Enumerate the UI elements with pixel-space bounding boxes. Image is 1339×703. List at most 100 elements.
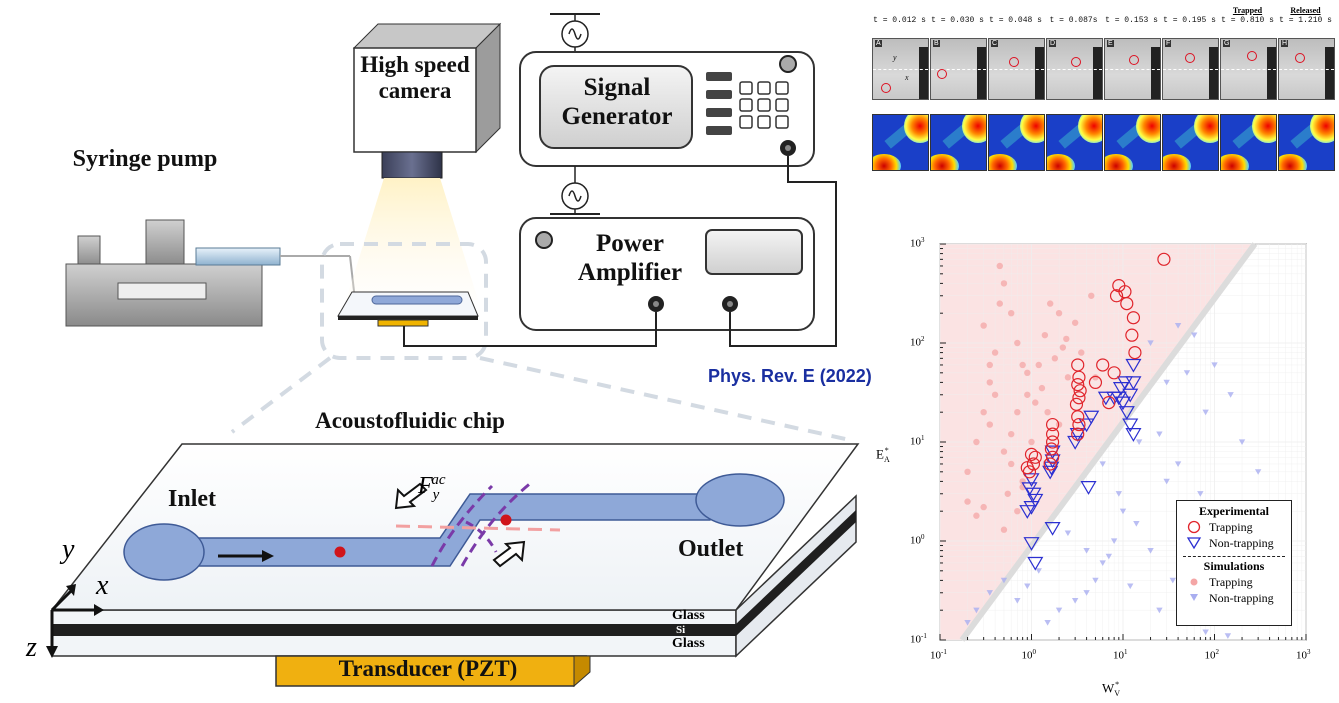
exp-trapping-point — [1045, 427, 1060, 441]
sim-non-trapping-point — [1174, 461, 1182, 467]
sim-trapping-point — [991, 391, 999, 398]
sim-non-trapping-point — [964, 619, 971, 626]
simulation-field-frame — [1278, 114, 1335, 171]
signal-generator-label: Signal Generator — [561, 74, 673, 130]
strip-axis-x: x — [905, 73, 909, 82]
y-tick-label: 101 — [910, 434, 925, 448]
frame-time: t = 0.195 s — [1163, 16, 1216, 25]
sim-non-trapping-point — [1127, 583, 1134, 590]
y-axis-label: EA* — [876, 446, 890, 464]
sim-non-trapping-point — [1083, 547, 1090, 554]
sim-trapping-point — [1038, 384, 1046, 392]
exp-trapping-point — [1109, 289, 1124, 303]
acoustofluidic-chip — [46, 443, 860, 688]
exp-non-trapping-point — [1023, 537, 1040, 551]
simulation-field-frame — [1162, 114, 1219, 171]
simulation-field-frame — [1104, 114, 1161, 171]
sim-trapping-point — [1008, 430, 1015, 438]
sim-trapping-point — [1078, 349, 1085, 356]
sim-non-trapping-point — [1169, 577, 1176, 584]
exp-non-trapping-point — [1122, 388, 1139, 403]
tracked-particle — [1009, 57, 1019, 67]
sim-non-trapping-point — [1014, 598, 1021, 604]
sim-non-trapping-point — [1092, 577, 1099, 584]
exp-trapping-point — [1024, 447, 1039, 461]
sim-trapping-point — [1019, 361, 1026, 369]
x-axis-label: WV* — [1102, 680, 1121, 698]
exp-non-trapping-point — [1125, 428, 1142, 442]
sim-non-trapping-point — [1238, 439, 1246, 445]
x-tick-label: 10-1 — [930, 648, 947, 662]
sim-trapping-point — [1004, 490, 1011, 497]
frame-letter: B — [933, 40, 940, 47]
exp-non-trapping-point — [1125, 376, 1142, 391]
frame-letter: C — [991, 40, 999, 47]
frame-tag: Released — [1290, 6, 1321, 15]
sim-trapping-point — [986, 421, 993, 428]
exp-non-trapping-point — [1097, 391, 1114, 406]
exp-trapping-point — [1044, 442, 1058, 456]
y-tick-label: 103 — [910, 236, 925, 250]
frame-letter: G — [1223, 40, 1231, 47]
sim-non-trapping-point — [1183, 370, 1191, 376]
transducer-label: Transducer (PZT) — [338, 656, 518, 681]
sim-non-trapping-point — [1071, 598, 1079, 604]
micrograph-frame: C — [988, 38, 1045, 100]
sim-trapping-point — [1046, 300, 1054, 307]
legend-exp-non-trapping: Non-trapping — [1177, 535, 1291, 551]
tracked-particle — [881, 83, 891, 93]
sim-trapping-point — [1024, 391, 1031, 398]
micrograph-frame: B — [930, 38, 987, 100]
sim-non-trapping-point — [1163, 379, 1170, 386]
sim-trapping-point — [1088, 292, 1095, 299]
sim-non-trapping-point — [1064, 530, 1072, 537]
exp-trapping-point — [1126, 311, 1141, 325]
sim-non-trapping-point — [1224, 633, 1232, 639]
sim-trapping-point — [1092, 374, 1099, 381]
frame-time: t = 0.153 s — [1105, 16, 1158, 25]
sim-non-trapping-point — [1202, 409, 1209, 416]
frame-time: t = 0.048 s — [989, 16, 1042, 25]
sim-non-trapping-point — [1110, 538, 1118, 544]
sim-non-trapping-point — [1191, 332, 1198, 339]
sim-non-trapping-point — [1035, 568, 1042, 574]
x-tick-label: 100 — [1021, 648, 1037, 662]
frame-letter: H — [1281, 40, 1289, 47]
simulation-field-frame — [872, 114, 929, 171]
cables — [403, 156, 837, 347]
tracked-particle — [1071, 57, 1081, 67]
signal-generator — [519, 13, 815, 167]
exp-trapping-point — [1107, 366, 1121, 380]
exp-non-trapping-point — [1044, 521, 1061, 536]
exp-non-trapping-point — [1083, 410, 1100, 425]
legend-experimental-title: Experimental — [1199, 504, 1269, 518]
citation: Phys. Rev. E (2022) — [708, 366, 872, 386]
sim-trapping-point — [1028, 438, 1035, 446]
sim-trapping-point — [996, 262, 1003, 270]
exp-non-trapping-point — [1125, 358, 1142, 373]
exp-non-trapping-point — [1042, 465, 1059, 480]
frame-letter: E — [1107, 40, 1114, 47]
tracked-particle — [1185, 53, 1195, 63]
sim-non-trapping-point — [1119, 508, 1127, 515]
sim-trapping-point — [1024, 369, 1031, 377]
sim-non-trapping-point — [1055, 607, 1063, 614]
exp-non-trapping-point — [1027, 493, 1044, 508]
exp-non-trapping-point — [1078, 418, 1095, 433]
sim-non-trapping-point — [1099, 560, 1106, 566]
sim-trapping-point — [980, 322, 987, 329]
chart-legend: Experimental Trapping Non-trapping Simul… — [1176, 500, 1292, 626]
micrograph-frame: H — [1278, 38, 1335, 100]
x-tick-label: 103 — [1296, 648, 1311, 662]
exp-non-trapping-point — [1023, 501, 1040, 515]
frame-time: t = 1.210 s — [1279, 16, 1332, 25]
filled-triangle-icon — [1185, 591, 1203, 605]
exp-non-trapping-point — [1023, 473, 1040, 487]
sim-trapping-point — [1035, 361, 1042, 369]
simulation-trapping-points — [964, 262, 1099, 533]
zoom-indicator — [230, 242, 851, 442]
axis-x-label: x — [96, 570, 109, 601]
exp-trapping-point — [1022, 465, 1037, 479]
power-amplifier-label: Power Amplifier — [577, 230, 683, 286]
legend-sim-trapping: Trapping — [1177, 574, 1291, 590]
